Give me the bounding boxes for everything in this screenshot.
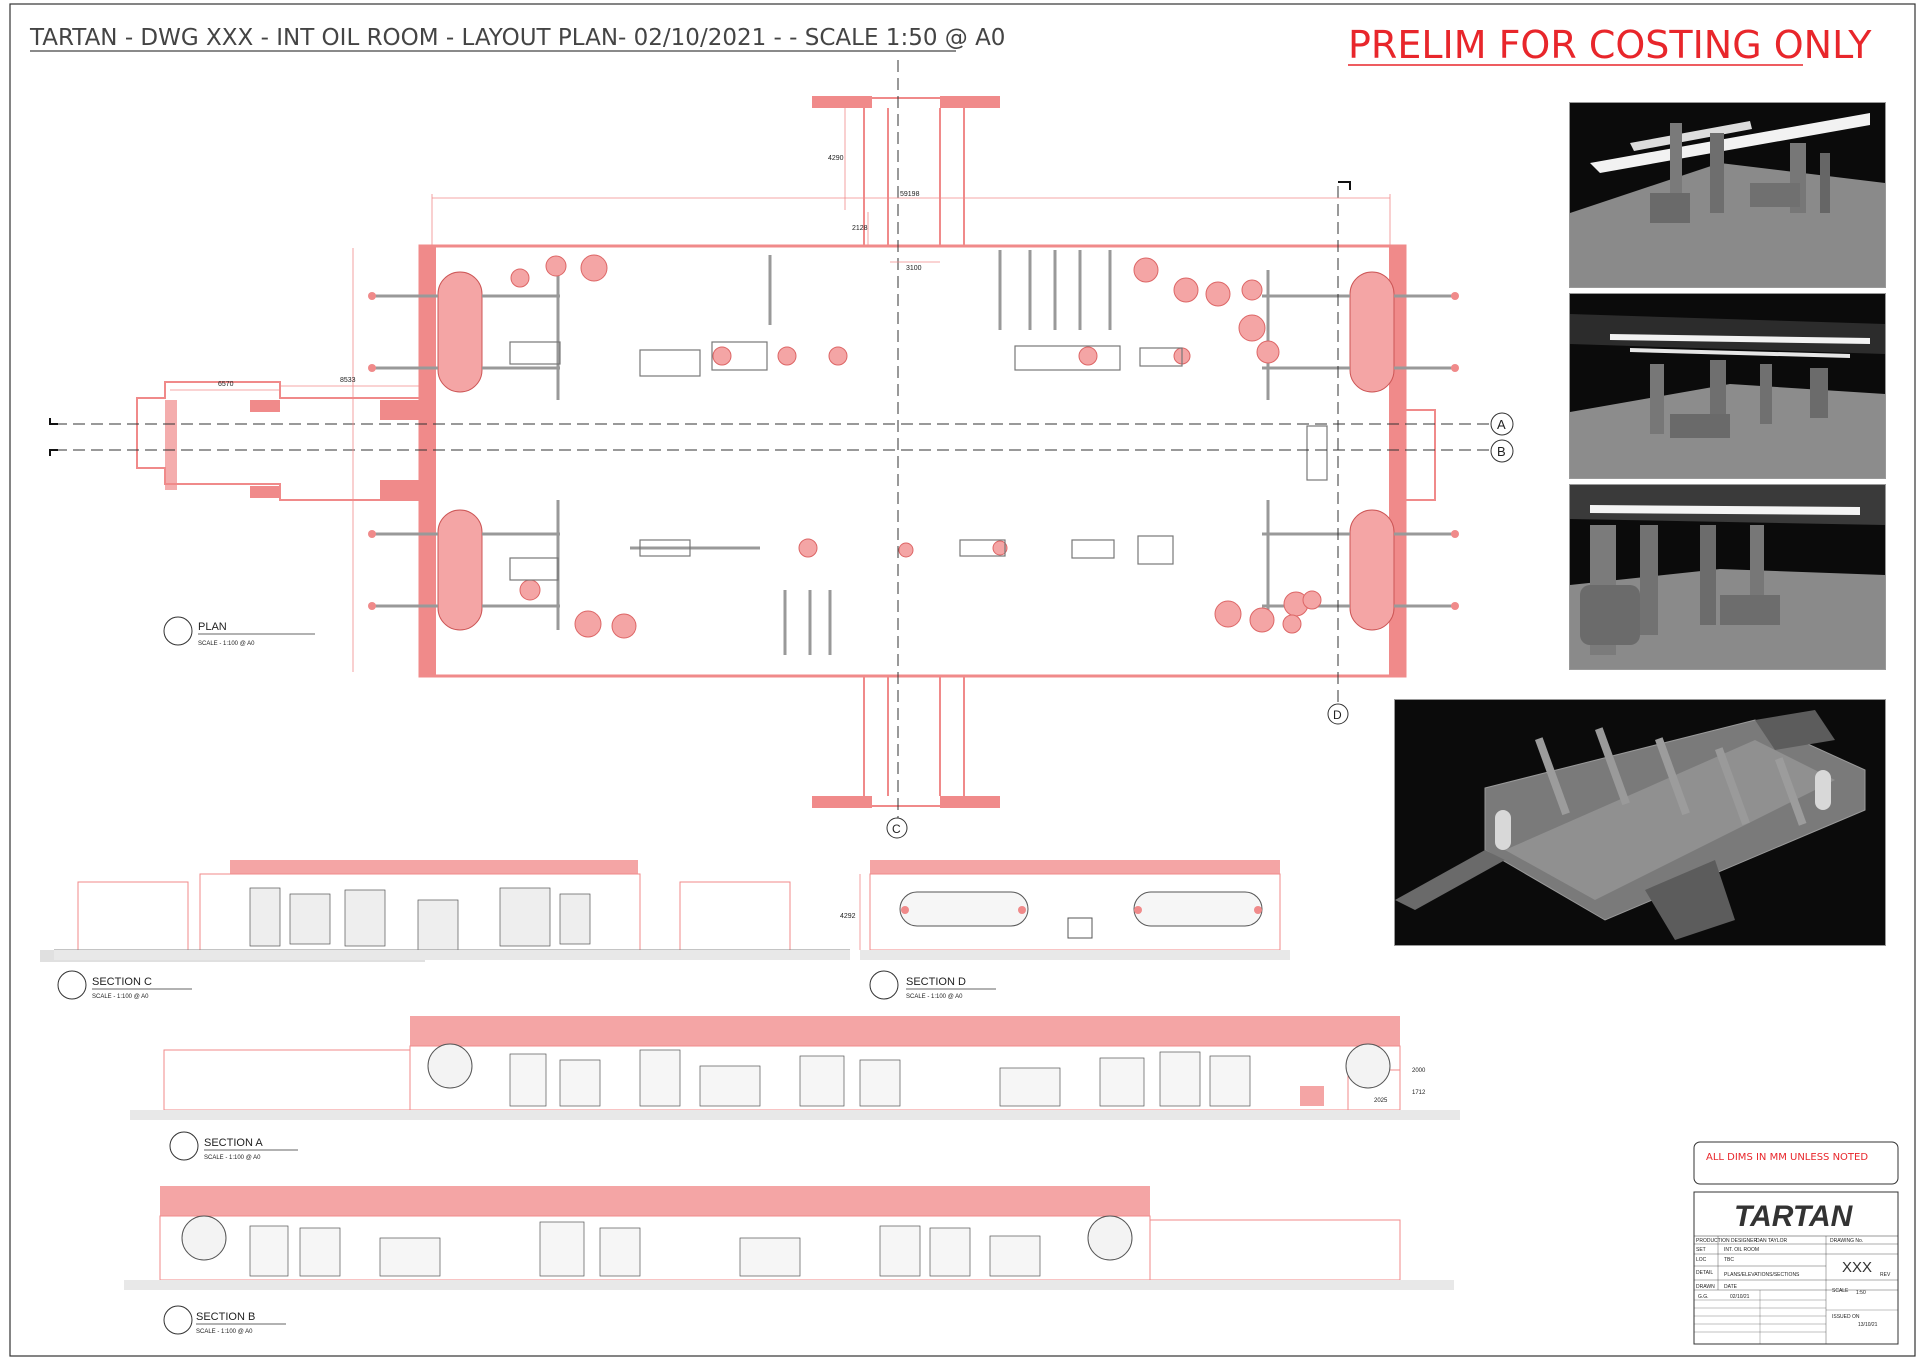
dim-left-wing-b: 8533: [340, 377, 356, 384]
tb-set-label: SET: [1696, 1247, 1706, 1253]
section-a-view: 2000 1712 2025 SECTION A SCALE - 1:100 @…: [130, 1016, 1460, 1161]
plan-label: PLAN: [198, 621, 227, 633]
tb-date: 02/10/21: [1730, 1294, 1750, 1300]
section-a-scale: SCALE - 1:100 @ A0: [204, 1155, 261, 1161]
render-perspective-3: [1569, 484, 1886, 670]
section-d-scale: SCALE - 1:100 @ A0: [906, 994, 963, 1000]
tb-prod-designer-label: PRODUCTION DESIGNER: [1696, 1238, 1758, 1244]
tb-scale: 1:50: [1856, 1290, 1866, 1296]
section-c-scale: SCALE - 1:100 @ A0: [92, 994, 149, 1000]
sheet-title: TARTAN - DWG XXX - INT OIL ROOM - LAYOUT…: [29, 25, 1005, 51]
svg-text:C: C: [892, 822, 901, 836]
tb-date-label: DATE: [1724, 1284, 1738, 1290]
dim-top-opening: 2128: [852, 225, 868, 232]
sheet-border: [9, 3, 1916, 1357]
section-marker-c: C: [886, 817, 908, 839]
tb-set: INT. OIL ROOM: [1724, 1247, 1759, 1253]
section-marker-b: B: [1490, 439, 1514, 463]
section-c-view: SECTION C SCALE - 1:100 @ A0: [40, 860, 791, 1000]
tb-loc: TBC: [1724, 1257, 1734, 1263]
dim-top-gap: 4290: [828, 155, 844, 162]
tb-scale-label: SCALE: [1832, 1288, 1849, 1294]
tb-detail: PLANS/ELEVATIONS/SECTIONS: [1724, 1272, 1800, 1278]
section-d-view: 4292 SECTION D SCALE - 1:100 @ A0: [840, 860, 1290, 1000]
section-d-label: SECTION D: [906, 976, 966, 988]
render-overview: [1394, 699, 1886, 946]
dim-overall-width: 59198: [900, 191, 920, 198]
dim-section-a-h1: 2000: [1412, 1068, 1426, 1074]
tb-drawn: G.G.: [1698, 1294, 1709, 1300]
dim-top-short: 3100: [906, 265, 922, 272]
dim-section-a-h2: 1712: [1412, 1090, 1426, 1096]
tb-detail-label: DETAIL: [1696, 1270, 1713, 1276]
tb-rev-label: REV: [1880, 1272, 1891, 1278]
section-c-label: SECTION C: [92, 976, 152, 988]
svg-text:D: D: [1333, 708, 1342, 722]
section-b-scale: SCALE - 1:100 @ A0: [196, 1329, 253, 1335]
plan-view: A B C D 59198 6570 8533 4290: [49, 60, 1514, 839]
svg-text:B: B: [1497, 444, 1506, 459]
title-block: TARTAN PRODUCTION DESIGNER DAN TAYLOR DR…: [1693, 1191, 1899, 1345]
tb-issued-label: ISSUED ON: [1832, 1314, 1860, 1320]
tb-issued: 13/10/21: [1858, 1322, 1878, 1328]
tb-drawing-no-label: DRAWING No.: [1830, 1238, 1863, 1244]
section-b-label: SECTION B: [196, 1311, 255, 1323]
dim-section-d-height: 4292: [840, 913, 856, 920]
dims-note-box: [1693, 1141, 1899, 1185]
tb-drawing-no: XXX: [1842, 1259, 1872, 1276]
render-perspective-1: [1569, 102, 1886, 288]
dim-section-a-w: 2025: [1374, 1098, 1388, 1104]
svg-text:A: A: [1497, 417, 1506, 432]
tb-loc-label: LOC: [1696, 1257, 1707, 1263]
section-b-view: SECTION B SCALE - 1:100 @ A0: [124, 1186, 1454, 1335]
prelim-note: PRELIM FOR COSTING ONLY: [1348, 23, 1872, 67]
render-perspective-2: [1569, 293, 1886, 479]
tb-drawn-label: DRAWN: [1696, 1284, 1715, 1290]
brand-logo: TARTAN: [1734, 1200, 1854, 1233]
tb-prod-designer: DAN TAYLOR: [1756, 1238, 1788, 1244]
section-a-label: SECTION A: [204, 1137, 263, 1149]
dim-left-wing-a: 6570: [218, 381, 234, 388]
section-marker-a: A: [1490, 412, 1514, 436]
section-marker-d: D: [1327, 703, 1349, 725]
dims-note: ALL DIMS IN MM UNLESS NOTED: [1706, 1152, 1868, 1163]
plan-scale: SCALE - 1:100 @ A0: [198, 641, 255, 647]
